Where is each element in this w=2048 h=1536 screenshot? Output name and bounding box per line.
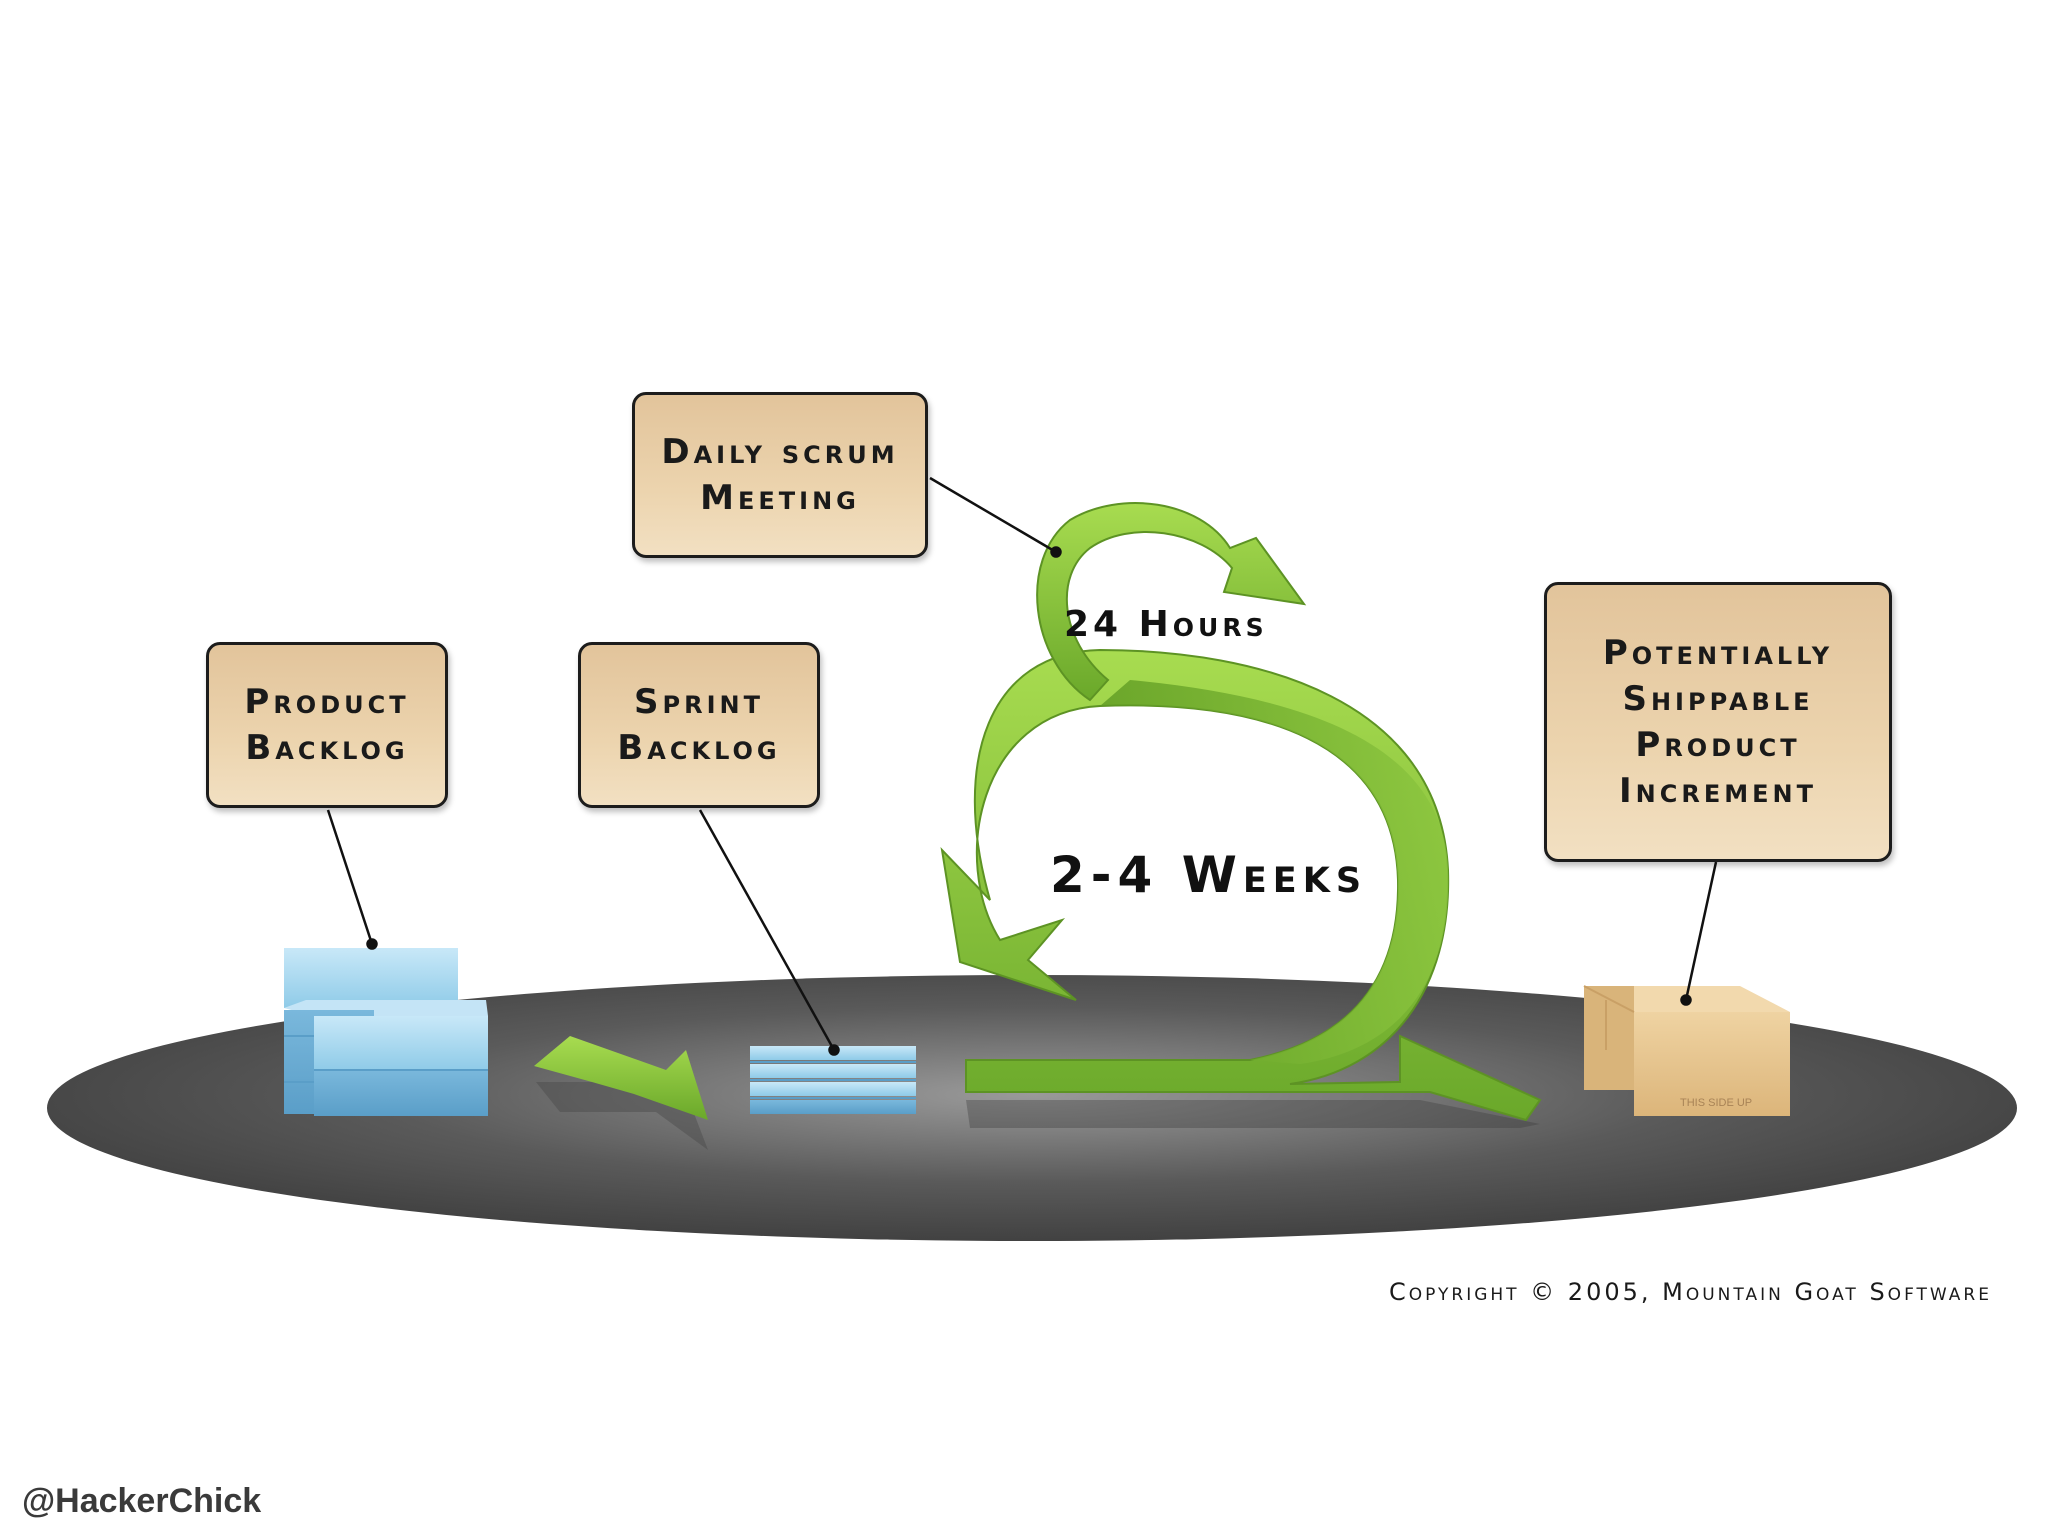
- product-backlog-line-1: Product: [244, 682, 410, 722]
- daily-loop-label: 24 Hours: [1064, 604, 1268, 645]
- increment-line-2: Shippable: [1622, 679, 1814, 719]
- copyright-notice: Copyright © 2005, Mountain Goat Software: [1388, 1278, 1992, 1306]
- sprint-backlog-label: Sprint Backlog: [578, 642, 820, 808]
- box-label: THIS SIDE UP: [1680, 1097, 1752, 1109]
- sprint-backlog-stack: [750, 1046, 916, 1114]
- product-backlog-blocks: [284, 948, 488, 1116]
- increment-line-4: Increment: [1619, 771, 1817, 811]
- connector-lines: [326, 476, 1718, 1056]
- sprint-backlog-line-2: Backlog: [617, 728, 781, 768]
- product-backlog-line-2: Backlog: [245, 728, 409, 768]
- daily-loop-arrow: [1036, 502, 1307, 702]
- author-handle: @HackerChick: [22, 1482, 262, 1520]
- platform-ellipse: [47, 975, 2017, 1241]
- sprint-backlog-line-1: Sprint: [634, 682, 764, 722]
- daily-scrum-line-1: Daily Scrum: [661, 432, 899, 472]
- shipping-box: THIS SIDE UP: [1583, 985, 1790, 1116]
- product-backlog-label: Product Backlog: [206, 642, 448, 808]
- increment-line-3: Product: [1635, 725, 1801, 765]
- increment-line-1: Potentially: [1602, 633, 1834, 673]
- daily-scrum-line-2: Meeting: [700, 478, 860, 518]
- daily-scrum-label: Daily Scrum Meeting: [632, 392, 928, 558]
- flow-arrow-1: [534, 1036, 708, 1150]
- sprint-loop-arrow: [940, 648, 1542, 1128]
- increment-label: Potentially Shippable Product Increment: [1544, 582, 1892, 862]
- sprint-loop-label: 2-4 Weeks: [1050, 846, 1368, 904]
